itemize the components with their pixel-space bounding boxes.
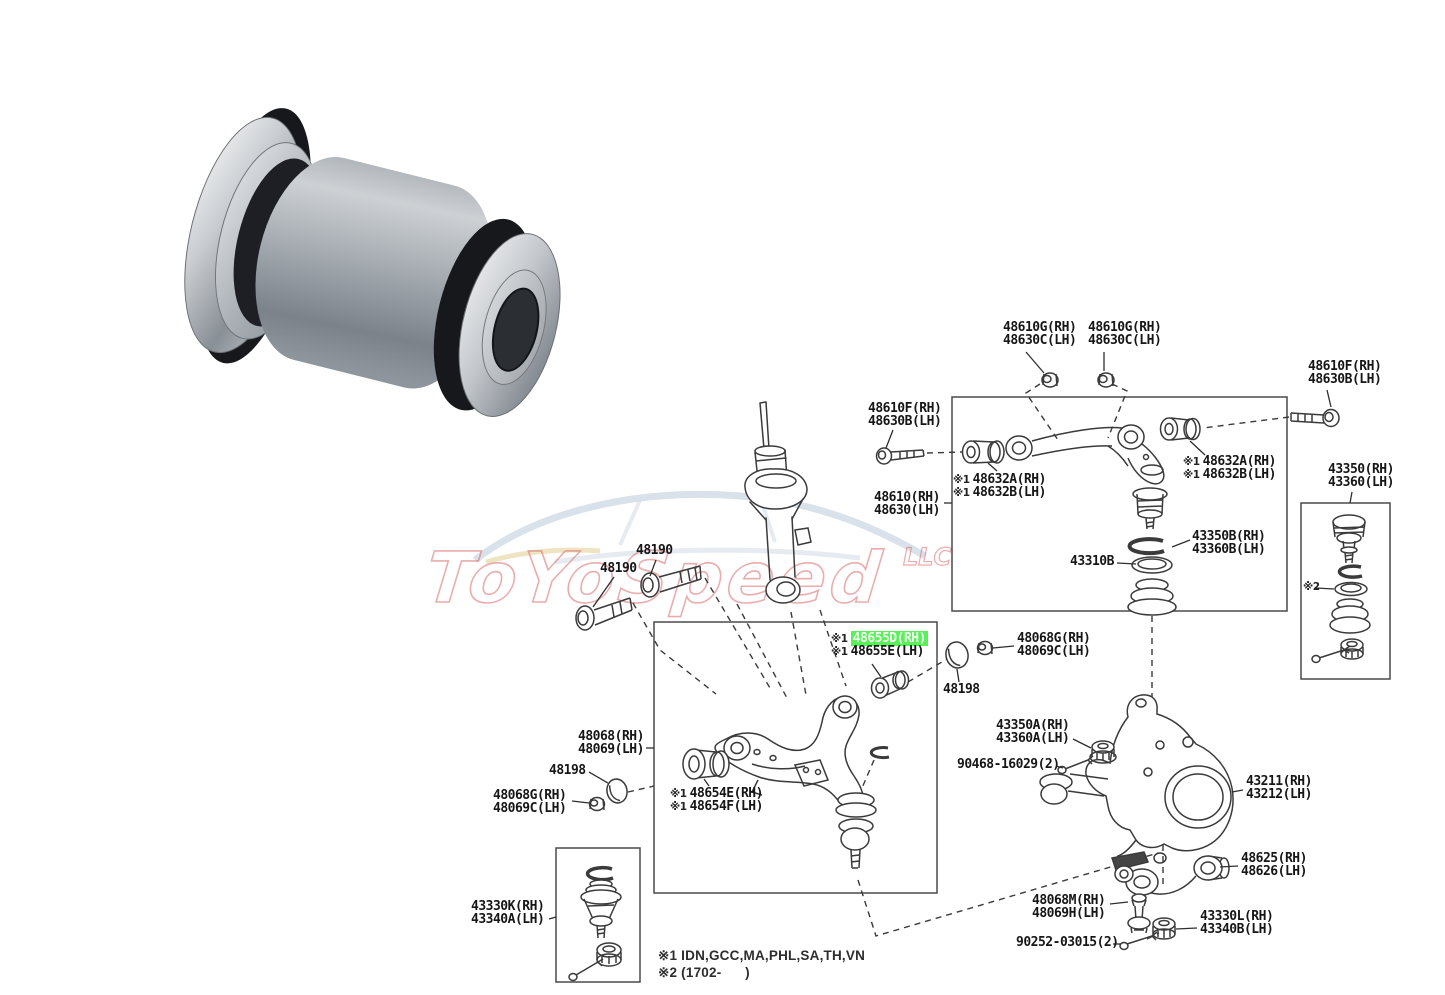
- part-label-48610f-right: 48610F(RH)48630B(LH): [1308, 359, 1382, 387]
- upper-arm-detail-box: [951, 396, 1288, 612]
- knuckle-fasteners: [1057, 740, 1117, 775]
- detail-boxes: [555, 396, 1391, 983]
- part-label-90468: 90468-16029(2): [957, 757, 1060, 772]
- part-label-43350b: 43350B(RH)43360B(LH): [1192, 529, 1266, 557]
- part-label-48068m: 48068M(RH)48069H(LH): [1032, 893, 1106, 921]
- upper-arm-nuts: [1041, 372, 1115, 388]
- footnote-2: ※2 (1702- ): [658, 965, 750, 980]
- reference-mark: ※1: [953, 486, 973, 499]
- front-bushing-48654: [682, 748, 730, 780]
- part-label-48654: ※1 48654E(RH)※1 48654F(LH): [670, 786, 763, 814]
- part-label-48068g-left: 48068G(RH)48069C(LH): [493, 788, 567, 816]
- watermark: ToYoSpeed LLC: [421, 490, 952, 620]
- part-label-48198-right: 48198: [943, 682, 980, 697]
- part-label-48610f-left: 48610F(RH)48630B(LH): [868, 401, 942, 429]
- reference-mark: ※2: [1303, 581, 1323, 593]
- part-label-48198-left: 48198: [549, 763, 586, 778]
- lower-balljoint-kit-box: [555, 847, 641, 983]
- cam-plates-and-nuts: [588, 640, 994, 812]
- part-label-48610g-1: 48610G(RH)48630C(LH): [1003, 320, 1077, 348]
- watermark-suffix: LLC: [903, 543, 952, 571]
- lower-arm-detail-box: [653, 621, 938, 894]
- camber-bolt-left: [875, 447, 925, 465]
- camber-bolt-right: [1290, 408, 1340, 428]
- upper-balljoint-kit-box: [1300, 502, 1391, 680]
- shock-absorber: [744, 401, 812, 604]
- rear-bushing-48655: [870, 670, 910, 699]
- strut-bolts-48190: [575, 565, 702, 631]
- part-label-48190-a: 48190: [636, 543, 673, 558]
- highlighted-part-number: 48655D(RH): [850, 631, 928, 646]
- upper-balljoint-kit: [1311, 514, 1371, 664]
- reference-mark: ※1: [670, 800, 690, 813]
- castle-nut-43330l: [1152, 917, 1176, 940]
- part-label-90252: 90252-03015(2): [1016, 935, 1119, 950]
- part-label-43350a: 43350A(RH)43360A(LH): [996, 718, 1070, 746]
- part-label-43211: 43211(RH)43212(LH): [1246, 774, 1312, 802]
- reference-mark: ※1: [1183, 456, 1203, 468]
- upper-ball-joint: [1127, 487, 1177, 616]
- reference-mark: ※1: [953, 474, 973, 486]
- bolt-48068m: [1127, 893, 1151, 934]
- part-label-43330l: 43330L(RH)43340B(LH): [1200, 909, 1274, 937]
- part-label-48625: 48625(RH)48626(LH): [1241, 851, 1307, 879]
- solid-leaders: [548, 351, 1353, 945]
- reference-mark: ※1: [831, 645, 851, 658]
- lower-control-arm: [682, 670, 910, 869]
- part-label-48632-left: ※1 48632A(RH)※1 48632B(LH): [953, 472, 1046, 500]
- part-label-48632-right: ※1 48632A(RH)※1 48632B(LH): [1183, 454, 1276, 482]
- cotter-pin: [1311, 645, 1351, 664]
- reference-mark: ※1: [1183, 468, 1203, 481]
- reference-mark: ※1: [670, 788, 690, 800]
- lower-ball-joint: [835, 792, 877, 869]
- part-label-48610: 48610(RH)48630(LH): [874, 490, 940, 518]
- part-label-43310b: 43310B: [1070, 554, 1114, 569]
- cotter-pin-43330k: [568, 958, 604, 982]
- cam-plate-left: [606, 778, 628, 804]
- castle-nut-43330k: [596, 942, 622, 967]
- steering-knuckle: [1039, 694, 1234, 871]
- part-label-48068g-right: 48068G(RH)48069C(LH): [1017, 631, 1091, 659]
- part-label-rem-2: ※2: [1303, 581, 1323, 594]
- part-label-43330k: 43330K(RH)43340A(LH): [471, 899, 545, 927]
- part-label-48655: ※1 48655D(RH)※1 48655E(LH): [831, 631, 928, 659]
- cotter-pin-90252: [1119, 931, 1158, 951]
- part-label-48190-b: 48190: [600, 561, 637, 576]
- lower-balljoint-kit: [568, 865, 622, 982]
- part-label-48068: 48068(RH)48069(LH): [578, 729, 644, 757]
- cam-plate-right: [945, 641, 969, 669]
- knuckle-arm-48625: [1114, 852, 1230, 951]
- upper-control-arm: [875, 372, 1340, 616]
- part-label-48610g-2: 48610G(RH)48630C(LH): [1088, 320, 1162, 348]
- reference-mark: ※1: [831, 633, 851, 645]
- part-label-43350: 43350(RH)43360(LH): [1328, 462, 1394, 490]
- footnote-1: ※1 IDN,GCC,MA,PHL,SA,TH,VN: [658, 948, 866, 963]
